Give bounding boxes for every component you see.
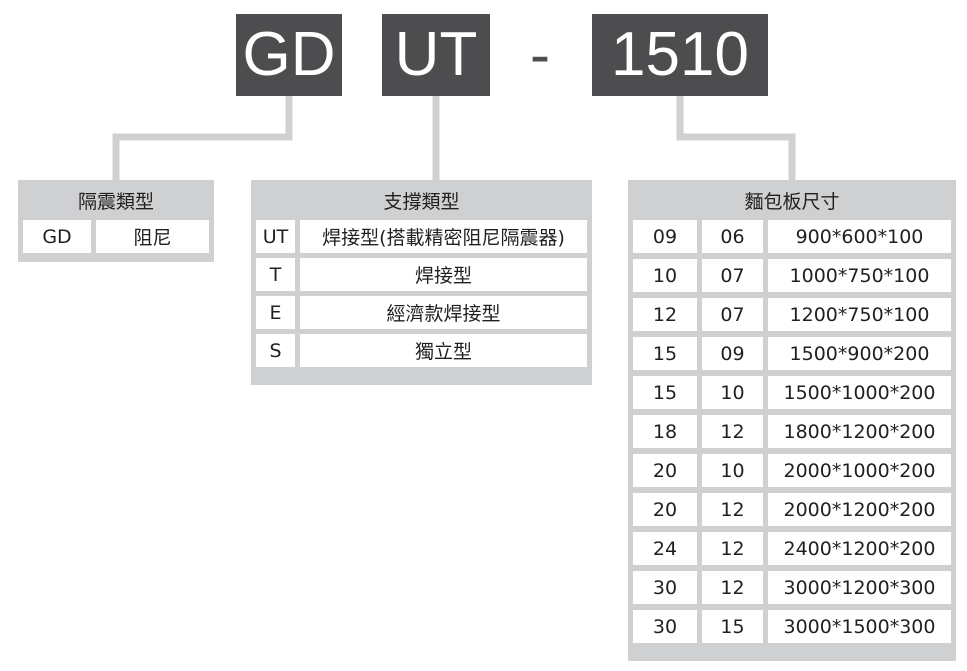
size-dimension-cell: 900*600*100 <box>768 220 951 253</box>
size-code-a-cell: 12 <box>633 298 697 331</box>
support-type-table: 支撐類型 UT 焊接型(搭載精密阻尼隔震器) T 焊接型 E 經濟款焊接型 S … <box>251 180 592 385</box>
support-label-cell: 獨立型 <box>300 334 587 367</box>
size-dimension-cell: 3000*1200*300 <box>768 571 951 604</box>
size-dimension-cell: 2000*1200*200 <box>768 493 951 526</box>
isolation-type-table: 隔震類型 GD 阻尼 <box>18 180 214 262</box>
table-row: 30 15 3000*1500*300 <box>633 610 951 643</box>
size-code-a-cell: 15 <box>633 376 697 409</box>
size-code-a-cell: 30 <box>633 610 697 643</box>
connector-size-to-board <box>676 96 796 180</box>
size-dimension-cell: 3000*1500*300 <box>768 610 951 643</box>
size-code-a-cell: 24 <box>633 532 697 565</box>
size-dimension-cell: 1800*1200*200 <box>768 415 951 448</box>
size-code-b-cell: 15 <box>702 610 763 643</box>
code-block-support: UT <box>382 14 490 96</box>
table-row: 09 06 900*600*100 <box>633 220 951 253</box>
table-row: 20 10 2000*1000*200 <box>633 454 951 487</box>
table-row: 15 09 1500*900*200 <box>633 337 951 370</box>
size-code-a-cell: 18 <box>633 415 697 448</box>
code-separator: - <box>530 21 550 88</box>
support-type-title: 支撐類型 <box>383 190 460 213</box>
size-code-b-cell: 07 <box>702 298 763 331</box>
size-code-b-cell: 10 <box>702 454 763 487</box>
table-row: 24 12 2400*1200*200 <box>633 532 951 565</box>
code-size-text: 1510 <box>611 20 749 89</box>
support-label-cell: 焊接型 <box>300 258 587 291</box>
table-row: 10 07 1000*750*100 <box>633 259 951 292</box>
code-support-text: UT <box>394 20 478 89</box>
support-label-cell: 經濟款焊接型 <box>300 296 587 329</box>
support-code-cell: T <box>256 258 295 291</box>
size-dimension-cell: 1500*900*200 <box>768 337 951 370</box>
table-row: E 經濟款焊接型 <box>256 296 587 329</box>
size-dimension-cell: 2000*1000*200 <box>768 454 951 487</box>
table-row: 20 12 2000*1200*200 <box>633 493 951 526</box>
table-row: S 獨立型 <box>256 334 587 367</box>
size-code-b-cell: 12 <box>702 571 763 604</box>
support-code-cell: UT <box>256 220 295 253</box>
isolation-type-title: 隔震類型 <box>77 190 154 213</box>
size-code-a-cell: 09 <box>633 220 697 253</box>
table-row: UT 焊接型(搭載精密阻尼隔震器) <box>256 220 587 253</box>
board-size-title: 麵包板尺寸 <box>744 190 840 213</box>
board-size-table: 麵包板尺寸 09 06 900*600*100 10 07 1000*750*1… <box>628 180 956 661</box>
support-code-cell: E <box>256 296 295 329</box>
code-block-isolation: GD <box>236 14 342 96</box>
size-code-b-cell: 12 <box>702 532 763 565</box>
size-code-b-cell: 10 <box>702 376 763 409</box>
size-dimension-cell: 1000*750*100 <box>768 259 951 292</box>
isolation-code-cell: GD <box>23 220 91 253</box>
table-row: T 焊接型 <box>256 258 587 291</box>
code-block-size: 1510 <box>592 14 768 96</box>
support-label-cell: 焊接型(搭載精密阻尼隔震器) <box>300 220 587 253</box>
isolation-label-cell: 阻尼 <box>96 220 209 253</box>
size-code-a-cell: 15 <box>633 337 697 370</box>
size-code-a-cell: 20 <box>633 454 697 487</box>
size-code-b-cell: 12 <box>702 415 763 448</box>
size-dimension-cell: 2400*1200*200 <box>768 532 951 565</box>
size-code-a-cell: 20 <box>633 493 697 526</box>
table-row: 30 12 3000*1200*300 <box>633 571 951 604</box>
table-row: 15 10 1500*1000*200 <box>633 376 951 409</box>
table-row: GD 阻尼 <box>23 220 209 253</box>
size-code-a-cell: 30 <box>633 571 697 604</box>
size-code-b-cell: 09 <box>702 337 763 370</box>
size-dimension-cell: 1200*750*100 <box>768 298 951 331</box>
size-code-a-cell: 10 <box>633 259 697 292</box>
code-isolation-text: GD <box>242 20 336 89</box>
size-dimension-cell: 1500*1000*200 <box>768 376 951 409</box>
size-code-b-cell: 06 <box>702 220 763 253</box>
table-row: 12 07 1200*750*100 <box>633 298 951 331</box>
support-code-cell: S <box>256 334 295 367</box>
table-row: 18 12 1800*1200*200 <box>633 415 951 448</box>
size-code-b-cell: 07 <box>702 259 763 292</box>
connector-gd-to-isolation <box>112 96 293 180</box>
size-code-b-cell: 12 <box>702 493 763 526</box>
